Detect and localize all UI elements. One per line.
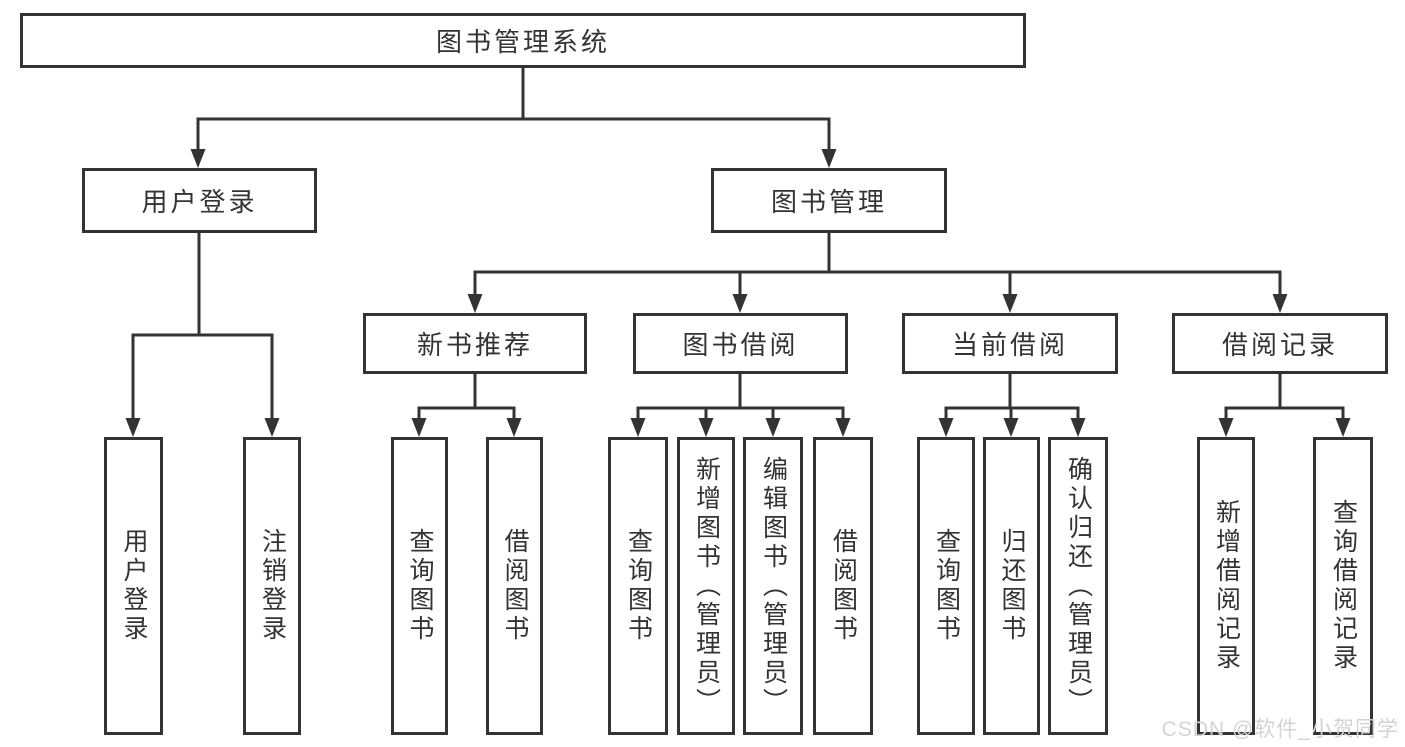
node-new-book-recommend: 新书推荐 [363,313,587,374]
connector-book-management-to-level3 [467,229,1288,313]
node-borrow-records: 借阅记录 [1172,313,1388,374]
node-book-management-label: 图书管理 [770,187,887,217]
node-book-borrow-label: 图书借阅 [682,330,799,360]
node-current-borrow: 当前借阅 [902,313,1118,374]
node-leaf-query-books-current-label: 查询图书 [932,528,961,644]
watermark: CSDN @软件_小贺同学 [1161,718,1399,741]
connector-borrow-records-to-leaves [1218,370,1351,437]
node-leaf-add-borrow-record: 新增借阅记录 [1197,437,1255,735]
node-leaf-return-book-label: 归还图书 [998,528,1026,644]
node-leaf-query-borrow-record-label: 查询借阅记录 [1329,499,1358,673]
node-root: 图书管理系统 [20,13,1026,68]
node-root-label: 图书管理系统 [435,27,610,57]
node-user-login: 用户登录 [82,168,317,233]
node-leaf-query-books-recommend-label: 查询图书 [406,528,434,644]
node-leaf-edit-book-admin: 编辑图书（管理员） [743,437,803,735]
node-leaf-confirm-return-admin-label: 确认归还（管理员） [1064,455,1093,717]
connector-new-book-recommend-to-leaves [411,370,522,437]
node-book-borrow: 图书借阅 [633,313,848,374]
node-leaf-add-borrow-record-label: 新增借阅记录 [1212,499,1241,673]
node-leaf-logout-label: 注销登录 [258,528,287,644]
node-leaf-user-login: 用户登录 [104,437,163,735]
node-leaf-logout: 注销登录 [243,437,301,735]
node-leaf-edit-book-admin-label: 编辑图书（管理员） [759,455,788,717]
node-leaf-borrow-books-label: 借阅图书 [829,528,858,644]
node-borrow-records-label: 借阅记录 [1221,330,1338,360]
node-leaf-query-books-borrow: 查询图书 [608,437,668,735]
node-leaf-borrow-books: 借阅图书 [813,437,873,735]
connector-current-borrow-to-leaves [938,370,1086,437]
node-leaf-query-books-current: 查询图书 [917,437,975,735]
connector-user-login-to-leaves [125,229,280,437]
connector-book-borrow-to-leaves [630,370,851,437]
node-leaf-borrow-books-recommend-label: 借阅图书 [501,528,529,644]
node-leaf-confirm-return-admin: 确认归还（管理员） [1048,437,1108,735]
node-book-management: 图书管理 [711,168,947,233]
node-leaf-return-book: 归还图书 [983,437,1040,735]
node-current-borrow-label: 当前借阅 [951,330,1068,360]
node-leaf-query-borrow-record: 查询借阅记录 [1313,437,1373,735]
node-new-book-recommend-label: 新书推荐 [416,330,533,360]
node-leaf-add-book-admin-label: 新增图书（管理员） [692,455,721,717]
node-user-login-label: 用户登录 [141,187,258,217]
node-leaf-query-books-borrow-label: 查询图书 [624,528,653,644]
connector-root-to-level2 [190,64,837,168]
node-leaf-add-book-admin: 新增图书（管理员） [677,437,735,735]
node-leaf-borrow-books-recommend: 借阅图书 [486,437,543,735]
node-leaf-user-login-label: 用户登录 [120,528,148,644]
node-leaf-query-books-recommend: 查询图书 [391,437,448,735]
